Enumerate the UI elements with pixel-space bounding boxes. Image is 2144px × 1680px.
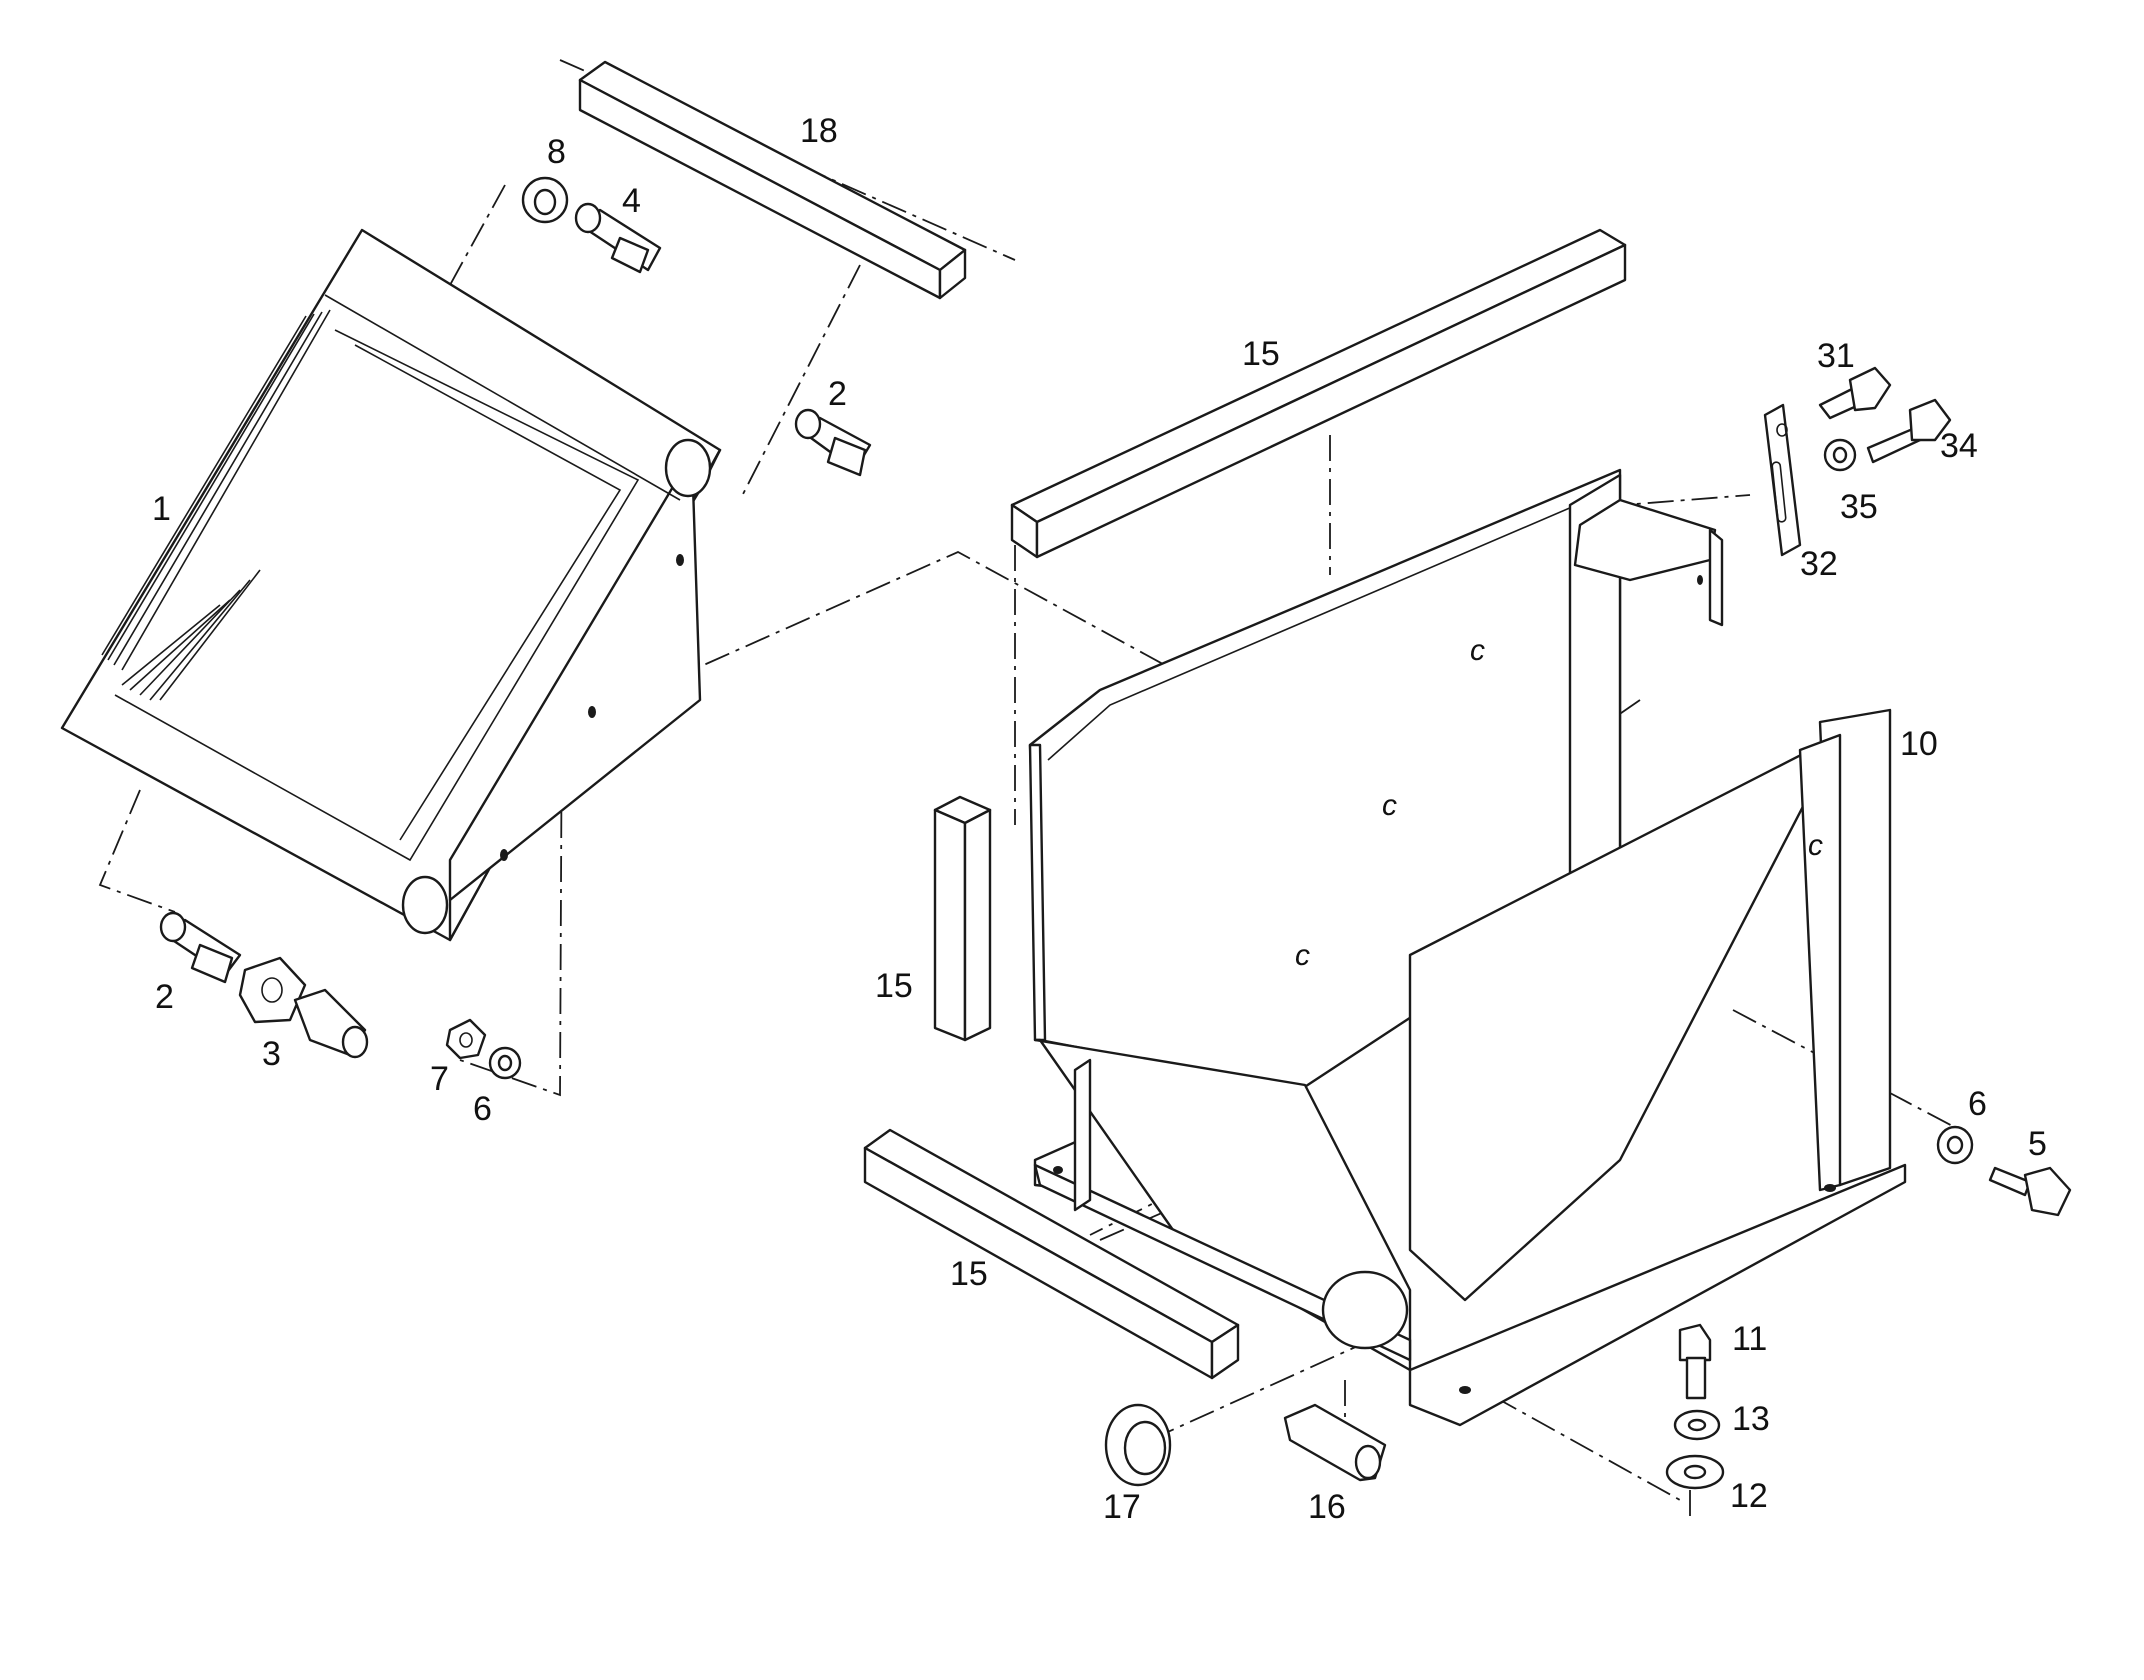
callout-31: 31 <box>1817 337 1855 375</box>
washer-8 <box>521 176 569 224</box>
callout-11: 11 <box>1732 1320 1767 1358</box>
callout-5: 5 <box>2028 1125 2047 1163</box>
fitting-2-upper <box>794 408 872 477</box>
foam-strip-vertical <box>933 795 992 1042</box>
callout-13: 13 <box>1732 1400 1770 1438</box>
callout-labels: 1 2 2 3 4 5 6 6 7 8 10 11 12 13 15 15 15… <box>152 112 2047 1526</box>
washer-13 <box>1673 1409 1721 1441</box>
callout-15-vertical: 15 <box>875 967 913 1005</box>
edge-guard-16 <box>1283 1403 1387 1482</box>
foam-strip-lower <box>863 1128 1240 1380</box>
washer-12 <box>1665 1454 1725 1490</box>
callout-2-upper: 2 <box>828 375 847 413</box>
fitting-2-lower <box>159 911 242 984</box>
slotted-strap <box>1763 403 1802 557</box>
callout-34: 34 <box>1940 427 1978 465</box>
callout-8: 8 <box>547 133 566 171</box>
callout-15-lower: 15 <box>950 1255 988 1293</box>
callout-12: 12 <box>1730 1477 1768 1515</box>
callout-17: 17 <box>1103 1488 1141 1526</box>
washer-6-left <box>488 1046 522 1080</box>
bolt-31 <box>1818 366 1892 420</box>
callout-1: 1 <box>152 490 171 528</box>
sensor-4 <box>574 202 662 274</box>
callout-4: 4 <box>622 182 641 220</box>
foam-strip-upper <box>1010 228 1627 559</box>
callout-18: 18 <box>800 112 838 150</box>
callout-15-upper: 15 <box>1242 335 1280 373</box>
callout-16: 16 <box>1308 1488 1346 1526</box>
radiator-panel <box>60 228 722 942</box>
foam-strip-top <box>578 60 967 300</box>
bolt-11 <box>1678 1323 1712 1400</box>
callout-32: 32 <box>1800 545 1838 583</box>
bolt-34 <box>1866 398 1952 464</box>
callout-2-lower: 2 <box>155 978 174 1016</box>
washer-6-right <box>1936 1125 1974 1165</box>
radiator-housing: c c c c <box>1028 468 1907 1427</box>
callout-10: 10 <box>1900 725 1938 763</box>
callout-6-left: 6 <box>473 1090 492 1128</box>
callout-7: 7 <box>430 1060 449 1098</box>
callout-3: 3 <box>262 1035 281 1073</box>
svg-text:c: c <box>1808 829 1823 862</box>
svg-text:c: c <box>1382 789 1397 822</box>
nut-7 <box>445 1018 487 1060</box>
svg-text:c: c <box>1295 939 1310 972</box>
callout-35: 35 <box>1840 488 1878 526</box>
bolt-5 <box>1988 1166 2072 1217</box>
svg-text:c: c <box>1470 634 1485 667</box>
union-3 <box>238 956 369 1059</box>
grommet-17 <box>1104 1403 1172 1487</box>
callout-6-right: 6 <box>1968 1085 1987 1123</box>
washer-35 <box>1823 438 1857 472</box>
